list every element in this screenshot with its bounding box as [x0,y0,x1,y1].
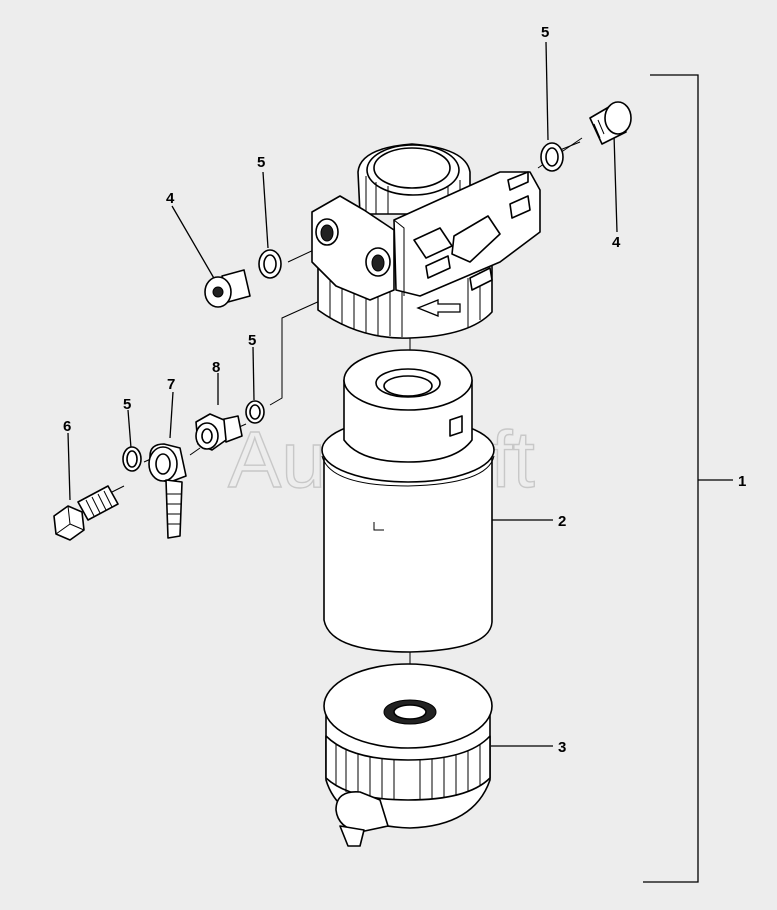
callout-3: 3 [558,739,566,756]
sealing-washer-middle [245,400,265,424]
sealing-washer-banjo [122,446,142,472]
assembly-bracket [643,74,733,883]
banjo-bolt [53,485,119,541]
callout-7: 7 [167,376,175,393]
callout-5-left: 5 [257,154,265,171]
callout-5-middle: 5 [248,332,256,349]
banjo-fitting [148,443,187,539]
water-separator-bowl [323,663,493,847]
callout-5-banjo: 5 [123,396,131,413]
callout-4-right: 4 [612,234,621,251]
callout-8: 8 [212,359,220,376]
callouts: 1 2 3 4 4 5 5 5 5 6 7 8 [63,24,746,756]
callout-1: 1 [738,473,746,490]
callout-6: 6 [63,418,71,435]
sealing-washer-top-right [540,142,564,172]
union-nut [195,413,243,451]
filter-head [311,143,541,339]
sealing-washer-left [258,249,282,279]
filter-cartridge [321,349,495,653]
callout-2: 2 [558,513,566,530]
plug-left [204,269,251,308]
callout-4-left: 4 [166,190,175,207]
plug-right [589,101,632,145]
callout-5-top-right: 5 [541,24,549,41]
